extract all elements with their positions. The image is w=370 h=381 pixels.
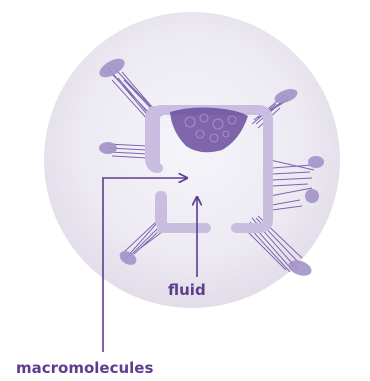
- macromolecules-arrow: [102, 178, 186, 352]
- cluster-texture: [184, 113, 237, 143]
- fluid-label: fluid: [168, 281, 206, 299]
- fiber-anchors: [99, 58, 324, 276]
- macromolecules-label: macromolecules: [16, 359, 154, 377]
